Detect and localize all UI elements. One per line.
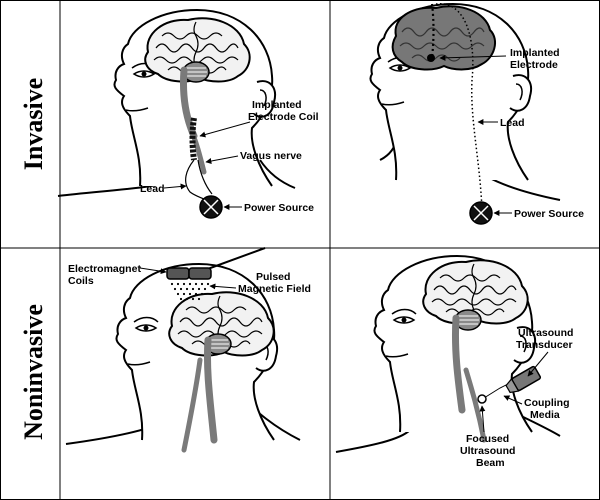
label-power-source: Power Source [514, 208, 584, 220]
vagus-nerve [187, 125, 207, 175]
power-source-cross-icon [203, 199, 219, 215]
neck-back-line [259, 159, 296, 189]
label-transducer-1: Ultrasound [518, 327, 573, 339]
label-field-2: Magnetic Field [238, 283, 311, 295]
panel-transcranial-magnetic-stimulation: Electromagnet Coils Pulsed Magnetic Fiel… [65, 247, 311, 453]
focus-point-icon [477, 394, 487, 404]
label-power-source: Power Source [244, 202, 314, 214]
power-source-cross-icon [473, 205, 489, 221]
arrow-vagus-nerve [205, 155, 239, 164]
row-label-invasive: Invasive [19, 78, 48, 170]
arrow-field [209, 283, 237, 290]
arrow-lead [163, 183, 187, 190]
electromagnet-coil-right [188, 267, 212, 280]
label-coupling-2: Media [530, 409, 560, 421]
label-coupling-1: Coupling [524, 397, 570, 409]
label-implanted-coil-1: Implanted [252, 99, 302, 111]
label-field-1: Pulsed [256, 271, 290, 283]
arrow-beam [479, 405, 486, 433]
label-coils-1: Electromagnet [68, 263, 141, 275]
label-beam-2: Ultrasound [460, 445, 515, 457]
label-lead: Lead [500, 117, 525, 129]
label-implanted-coil-2: Electrode Coil [248, 111, 319, 123]
electrode-coil [189, 117, 197, 161]
arrow-implanted-electrode [439, 54, 507, 61]
panel-deep-brain-stimulation: Implanted Electrode Lead Power Source [369, 3, 584, 225]
label-vagus-nerve: Vagus nerve [240, 150, 302, 162]
dbs-lead-wire [435, 3, 483, 211]
implanted-electrode-icon [427, 54, 435, 62]
label-implanted-1: Implanted [510, 47, 560, 59]
electromagnet-coil-left [166, 267, 190, 280]
arrow-implanted-coil [199, 121, 251, 138]
nerve-tract [181, 357, 203, 453]
row-label-noninvasive: Noninvasive [19, 304, 48, 440]
label-coils-2: Coils [68, 275, 94, 287]
arrow-coupling [503, 395, 523, 405]
panel-vagus-nerve-stimulation: Implanted Electrode Coil Vagus nerve Lea… [57, 9, 319, 219]
brain-highlighted [391, 5, 497, 71]
magnetic-field-dots [170, 282, 210, 301]
nerve-tract [463, 367, 487, 443]
vns-lead-wire-2 [197, 159, 213, 195]
label-beam-3: Beam [476, 457, 505, 469]
panel-focused-ultrasound: Ultrasound Transducer Coupling Media Foc… [335, 255, 573, 469]
label-implanted-2: Electrode [510, 59, 558, 71]
brainstem [451, 314, 466, 414]
label-lead: Lead [140, 183, 165, 195]
electrode-lead-in-brain [430, 3, 435, 59]
brainstem [203, 336, 218, 444]
arrow-transducer [527, 351, 549, 377]
shoulder-line [335, 429, 411, 453]
label-beam-1: Focused [466, 433, 509, 445]
label-transducer-2: Transducer [516, 339, 573, 351]
arrow-coils [139, 267, 167, 275]
